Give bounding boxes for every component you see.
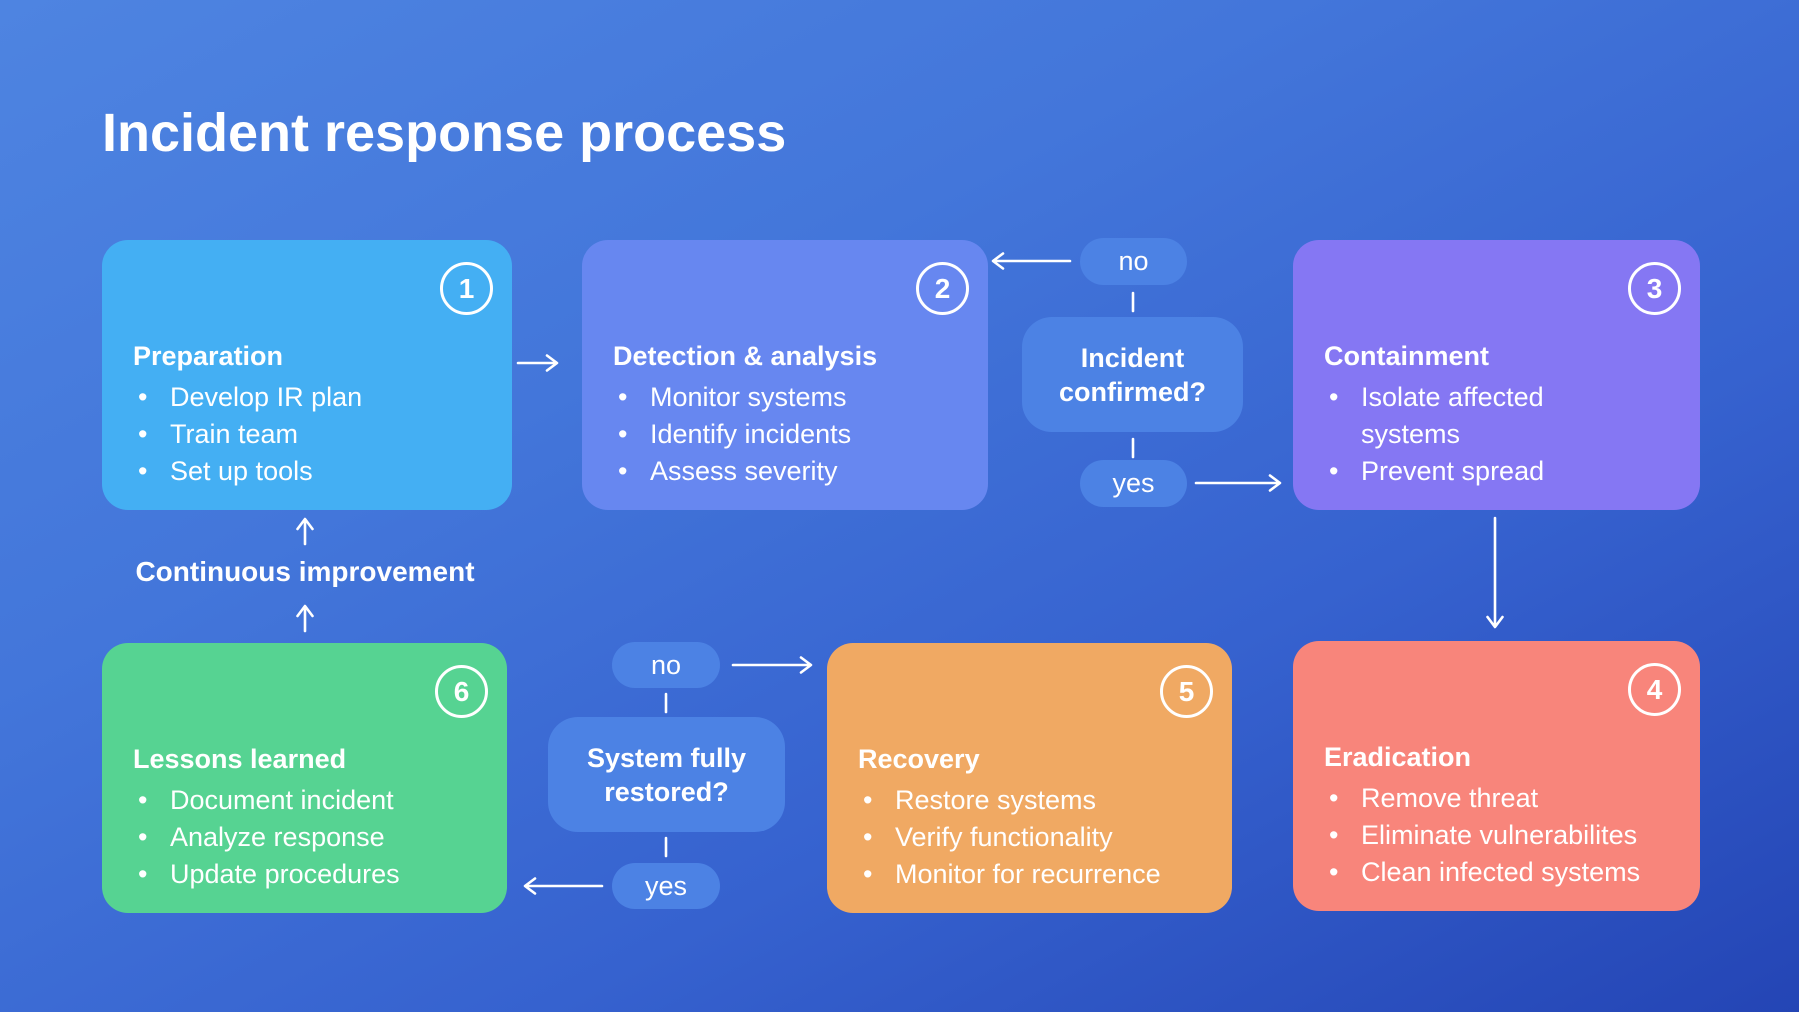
bullet-dot: • [138,859,148,890]
step-number-badge: 3 [1628,262,1681,315]
decision-incident-no-pill: no [1080,238,1187,285]
card-title: Recovery [858,744,980,774]
card-title: Lessons learned [133,744,347,774]
step-number: 6 [453,675,470,707]
bullet-item: •Set up tools [133,453,494,490]
bullet-dot: • [618,382,628,413]
card-recovery: 5 Recovery •Restore systems •Verify func… [827,643,1232,913]
card-bullets: •Remove threat •Eliminate vulnerabilites… [1324,780,1682,891]
bullet-item: •Update procedures [133,856,489,893]
continuous-improvement-label: Continuous improvement [135,556,475,587]
decision-system-restored: System fully restored? [548,717,785,832]
bullet-item: •Assess severity [613,453,970,490]
bullet-item: •Develop IR plan [133,379,494,416]
card-title: Containment [1324,341,1489,371]
bullet-dot: • [618,419,628,450]
card-preparation: 1 Preparation •Develop IR plan •Train te… [102,240,512,510]
step-number: 3 [1646,272,1663,304]
step-number-badge: 6 [435,665,488,718]
bullet-item: •Train team [133,416,494,453]
bullet-dot: • [1329,783,1339,814]
bullet-item: •Eliminate vulnerabilites [1324,817,1682,854]
bullet-item: •Analyze response [133,819,489,856]
bullet-dot: • [1329,857,1339,888]
arrow-down-icon [1486,516,1504,629]
bullet-item: •Monitor for recurrence [858,856,1214,893]
bullet-item: •Restore systems [858,782,1214,819]
bullet-dot: • [138,456,148,487]
bullet-dot: • [863,859,873,890]
bullet-dot: • [138,822,148,853]
bullet-dot: • [863,785,873,816]
bullet-item: •Clean infected systems [1324,854,1682,891]
decision-restored-no-pill: no [612,642,720,688]
bullet-item: •Remove threat [1324,780,1682,817]
arrow-up-icon [296,604,314,633]
card-bullets: •Monitor systems •Identify incidents •As… [613,379,970,490]
bullet-item: •Prevent spread [1324,453,1636,490]
bullet-dot: • [618,456,628,487]
card-containment: 3 Containment •Isolate affected systems … [1293,240,1700,510]
bullet-dot: • [1329,820,1339,851]
bullet-dot: • [138,785,148,816]
card-title: Detection & analysis [613,341,878,371]
arrow-right-icon [731,656,813,674]
arrow-up-icon [296,517,314,546]
arrow-left-icon [523,877,604,895]
card-lessons-learned: 6 Lessons learned •Document incident •An… [102,643,507,913]
arrow-left-icon [991,252,1072,270]
step-number: 1 [458,272,475,304]
bullet-item: •Identify incidents [613,416,970,453]
decision-incident-confirmed: Incident confirmed? [1022,317,1243,432]
card-bullets: •Document incident •Analyze response •Up… [133,782,489,893]
card-title: Eradication [1324,742,1472,772]
step-number-badge: 5 [1160,665,1213,718]
step-number-badge: 1 [440,262,493,315]
step-number-badge: 4 [1628,663,1681,716]
card-detection-analysis: 2 Detection & analysis •Monitor systems … [582,240,988,510]
bullet-dot: • [1329,382,1339,413]
step-number: 5 [1178,675,1195,707]
step-number: 2 [934,272,951,304]
card-title: Preparation [133,341,284,371]
bullet-dot: • [1329,456,1339,487]
card-bullets: •Isolate affected systems •Prevent sprea… [1324,379,1636,490]
card-bullets: •Restore systems •Verify functionality •… [858,782,1214,893]
card-bullets: •Develop IR plan •Train team •Set up too… [133,379,494,490]
bullet-dot: • [138,419,148,450]
bullet-dot: • [863,822,873,853]
bullet-item: •Verify functionality [858,819,1214,856]
decision-incident-yes-pill: yes [1080,460,1187,507]
decision-restored-yes-pill: yes [612,863,720,909]
arrow-right-icon [516,354,559,372]
step-number: 4 [1646,673,1663,705]
page-title: Incident response process [102,103,787,163]
arrow-right-icon [1194,474,1282,492]
step-number-badge: 2 [916,262,969,315]
bullet-item: •Monitor systems [613,379,970,416]
bullet-dot: • [138,382,148,413]
bullet-item: •Isolate affected systems [1324,379,1636,453]
bullet-item: •Document incident [133,782,489,819]
card-eradication: 4 Eradication •Remove threat •Eliminate … [1293,641,1700,911]
